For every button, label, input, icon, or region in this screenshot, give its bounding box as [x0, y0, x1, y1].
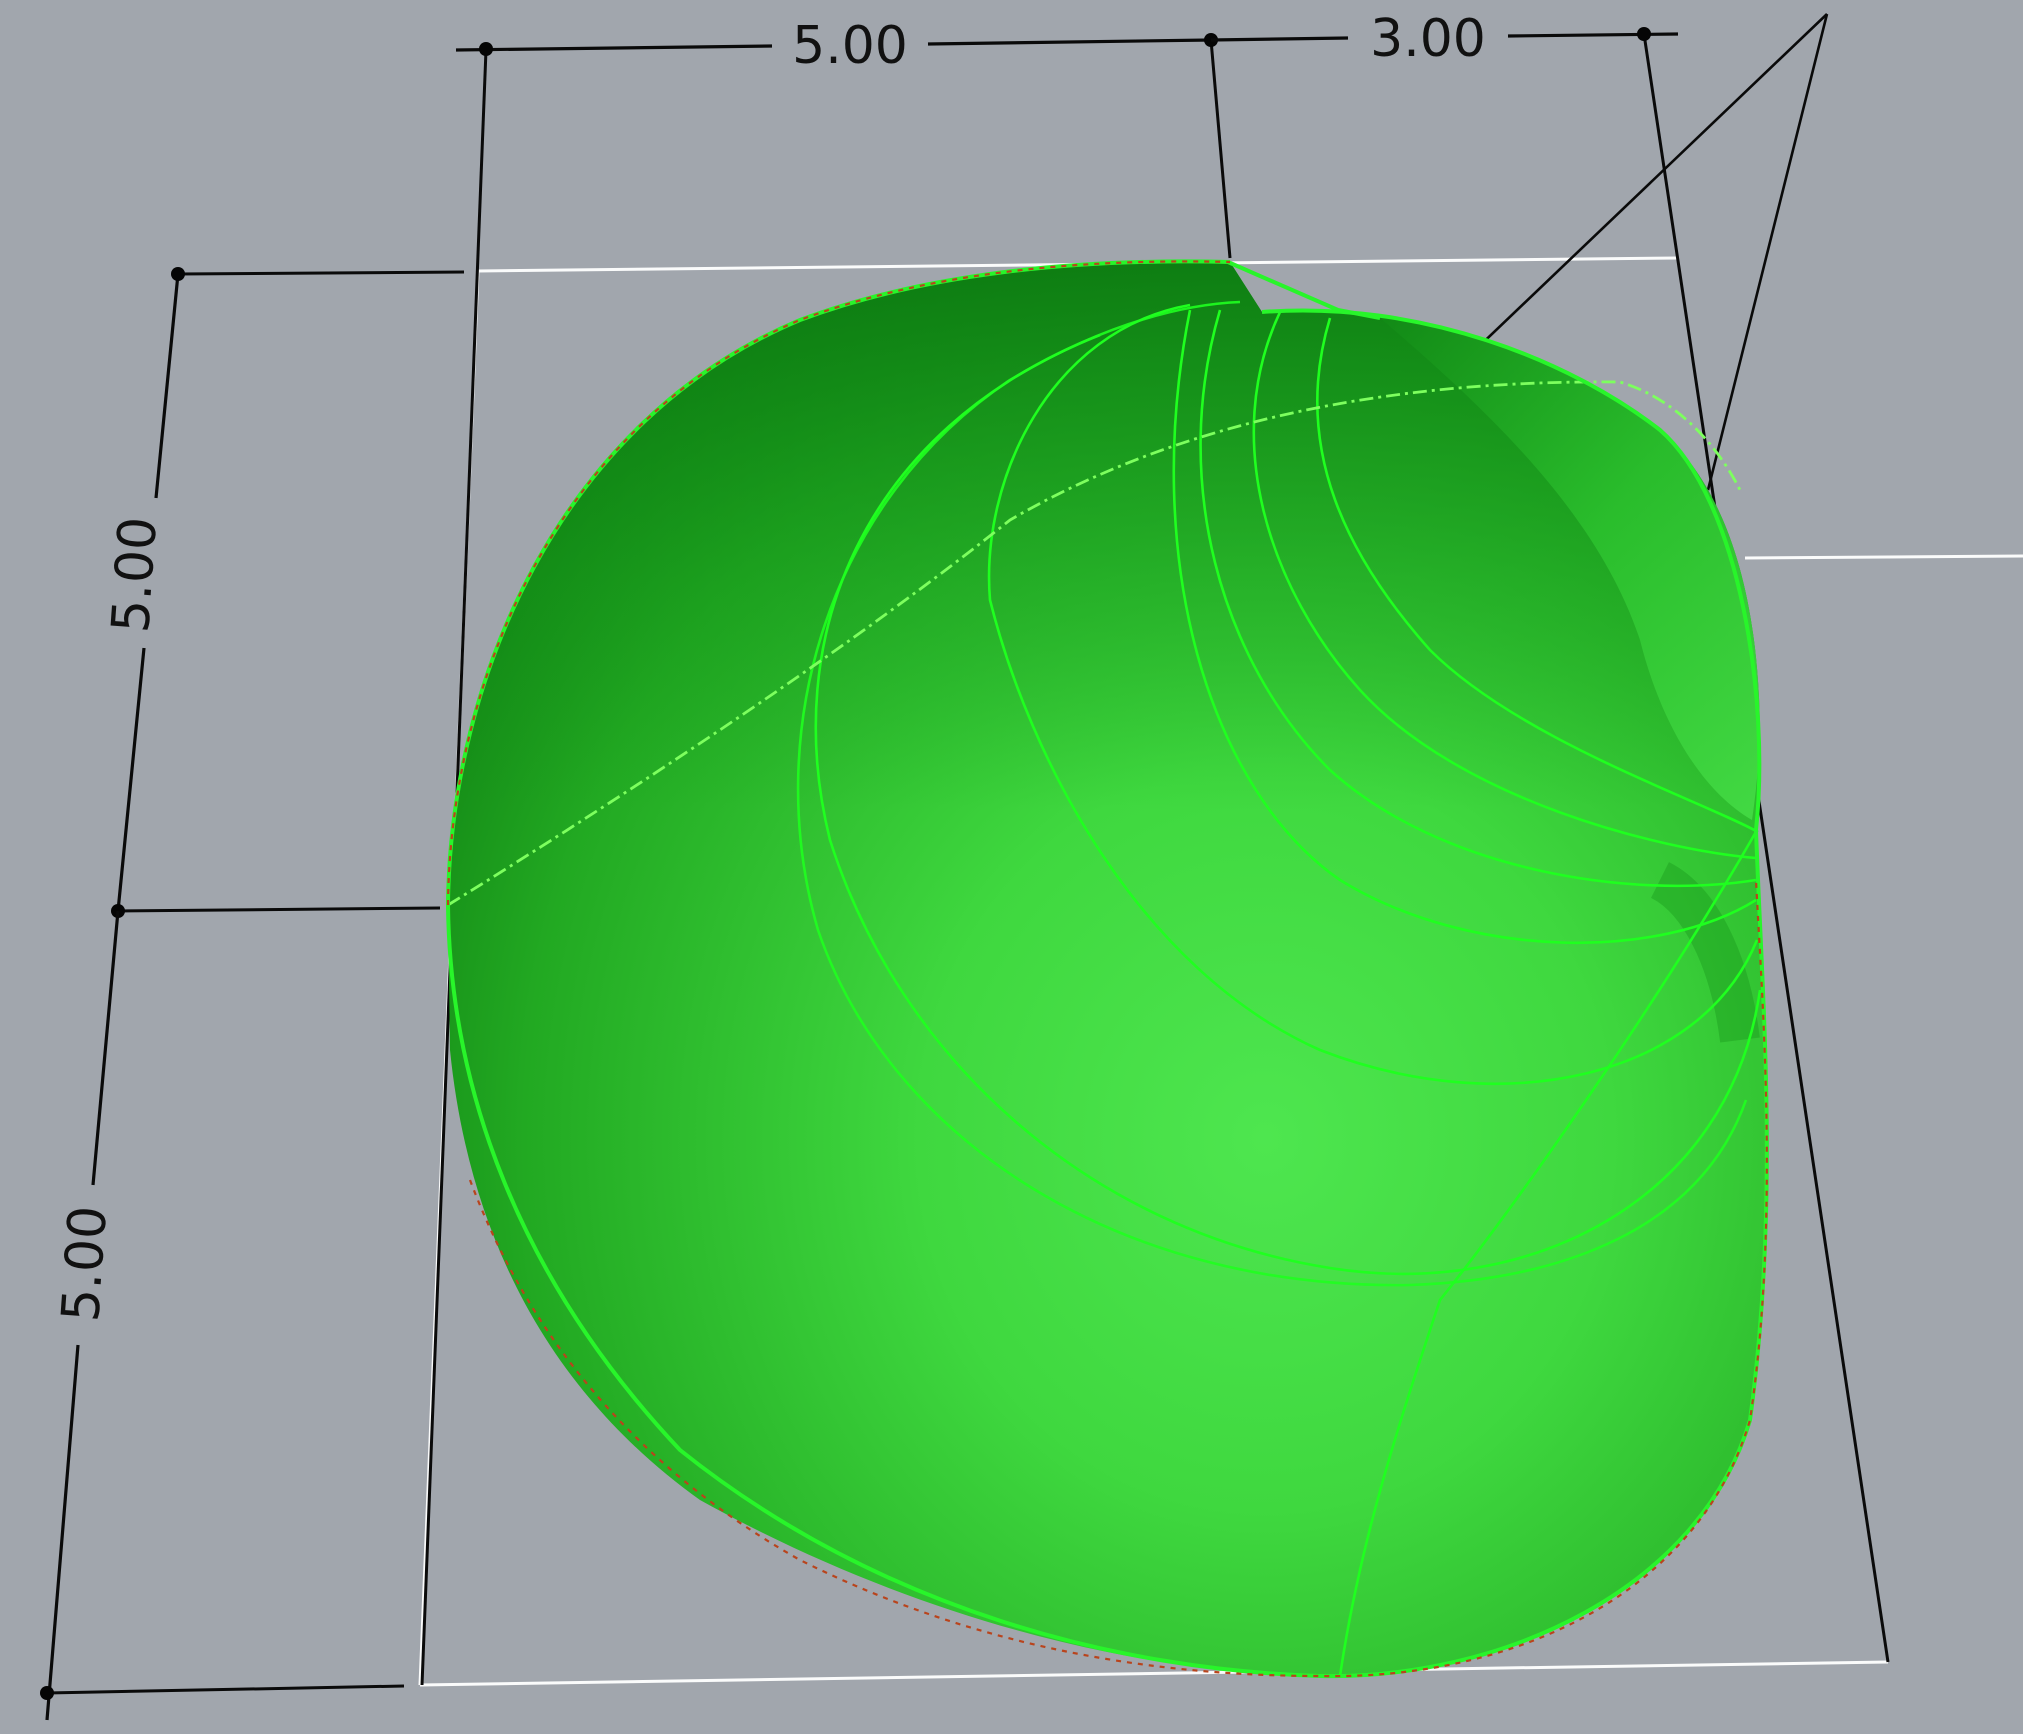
dimension-top-right[interactable]: 3.00 — [1210, 9, 1679, 69]
dimension-label-top-left: 5.00 — [792, 16, 908, 76]
dimension-label-top-right: 3.00 — [1370, 9, 1486, 69]
dimension-label-side-upper: 5.00 — [101, 515, 169, 635]
dimension-label-side-lower: 5.00 — [51, 1204, 119, 1324]
dimension-top-left[interactable]: 5.00 — [455, 16, 1218, 76]
leader-lines — [1424, 13, 1829, 491]
dimension-side-upper[interactable]: 5.00 — [101, 267, 185, 918]
green-surface — [446, 259, 1769, 1679]
dimension-side-lower[interactable]: 5.00 — [40, 910, 120, 1721]
